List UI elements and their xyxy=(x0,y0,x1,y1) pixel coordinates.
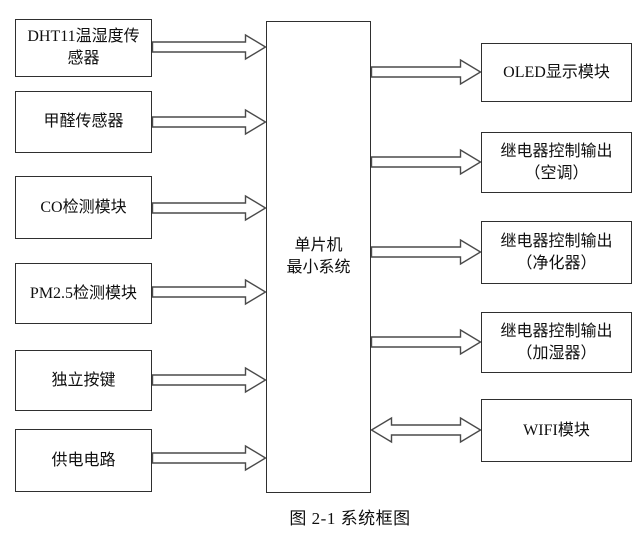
block-independent-keys: 独立按键 xyxy=(15,350,152,411)
arrow-power-to-mcu xyxy=(151,444,267,472)
figure-caption: 图 2-1 系统框图 xyxy=(289,509,411,528)
block-wifi-module: WIFI模块 xyxy=(481,399,632,462)
block-label: OLED显示模块 xyxy=(503,63,610,81)
block-oled-display-module: OLED显示模块 xyxy=(481,43,632,102)
block-label: 独立按键 xyxy=(51,371,116,389)
block-label: 甲醛传感器 xyxy=(43,113,124,131)
arrow-formaldehyde-to-mcu xyxy=(151,108,267,136)
block-label: 继电器控制输出 （空调） xyxy=(500,142,613,182)
block-label: CO检测模块 xyxy=(40,198,127,216)
arrow-mcu-to-relay-ac xyxy=(370,148,482,176)
arrow-mcu-to-oled xyxy=(370,58,482,86)
block-relay-output-purifier: 继电器控制输出 （净化器） xyxy=(481,221,632,284)
block-formaldehyde-sensor: 甲醛传感器 xyxy=(15,91,152,153)
block-label: 单片机 最小系统 xyxy=(286,237,351,276)
block-relay-output-ac: 继电器控制输出 （空调） xyxy=(481,132,632,193)
block-power-supply-circuit: 供电电路 xyxy=(15,429,152,492)
block-relay-output-humidifier: 继电器控制输出 （加湿器） xyxy=(481,312,632,373)
block-dht11-sensor: DHT11温湿度传 感器 xyxy=(15,19,152,77)
arrow-dht11-to-mcu xyxy=(151,33,267,61)
block-label: WIFI模块 xyxy=(523,421,590,439)
block-mcu-minimal-system: 单片机 最小系统 xyxy=(266,21,371,493)
arrow-mcu-to-relay-purifier xyxy=(370,238,482,266)
block-pm25-detect-module: PM2.5检测模块 xyxy=(15,263,152,324)
arrow-mcu-to-relay-humidifier xyxy=(370,328,482,356)
arrow-keys-to-mcu xyxy=(151,366,267,394)
block-co-detect-module: CO检测模块 xyxy=(15,176,152,239)
block-label: 继电器控制输出 （加湿器） xyxy=(500,322,613,362)
block-label: DHT11温湿度传 感器 xyxy=(27,28,140,67)
arrow-co-to-mcu xyxy=(151,194,267,222)
block-label: 供电电路 xyxy=(51,451,116,469)
arrow-pm25-to-mcu xyxy=(151,278,267,306)
block-label: 继电器控制输出 （净化器） xyxy=(500,232,613,272)
arrow-mcu-wifi-bidirectional xyxy=(370,416,482,444)
block-label: PM2.5检测模块 xyxy=(29,284,138,302)
